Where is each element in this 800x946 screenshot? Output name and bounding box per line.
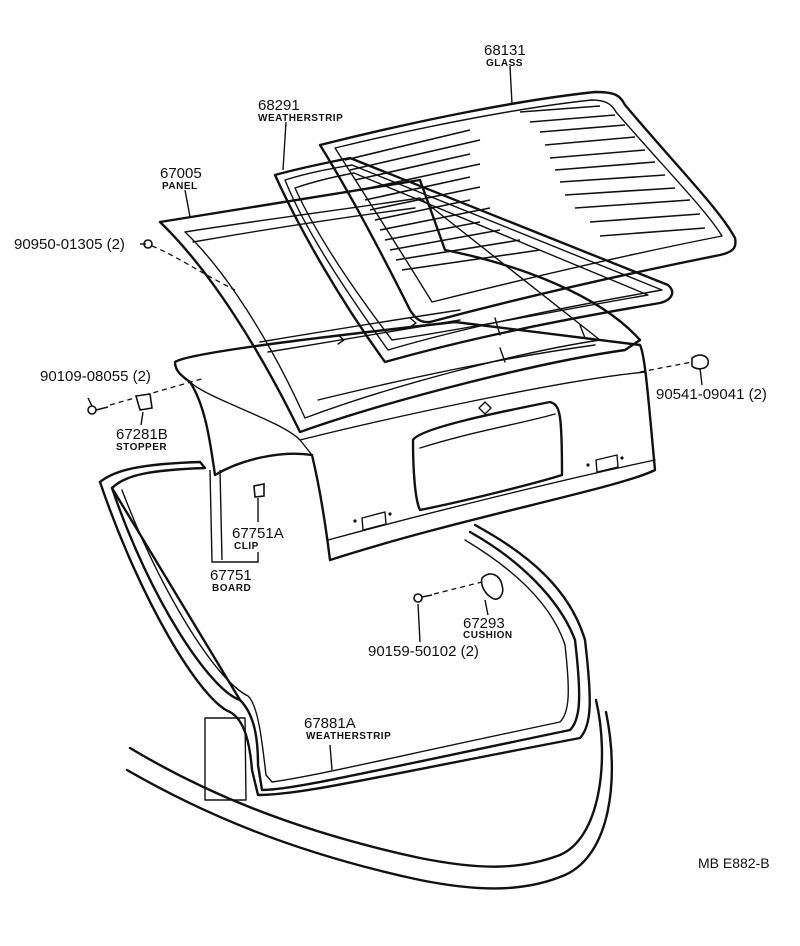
part-number-67281b: 67281B <box>116 426 168 443</box>
part-name-67881a: WEATHERSTRIP <box>306 731 391 742</box>
part-name-68131: GLASS <box>486 58 523 69</box>
part-number-67751: 67751 <box>210 567 252 584</box>
bolt-90159 <box>413 593 423 603</box>
part-number-67005: 67005 <box>160 165 202 182</box>
part-number-90109: 90109-08055 (2) <box>40 368 151 385</box>
part-number-67293: 67293 <box>463 615 505 632</box>
part-name-67005: PANEL <box>162 181 198 192</box>
part-number-67881a: 67881A <box>304 715 356 732</box>
reference-code: MB E882-B <box>698 855 770 871</box>
panel <box>158 178 642 434</box>
part-number-90541: 90541-09041 (2) <box>656 386 767 403</box>
car-body <box>98 460 614 890</box>
callouts: 68131 GLASS 68291 WEATHERSTRIP 67005 PAN… <box>14 42 770 871</box>
part-number-67751a: 67751A <box>232 525 284 542</box>
part-name-67751a: CLIP <box>234 541 259 552</box>
part-name-67751: BOARD <box>212 583 251 594</box>
part-number-90159: 90159-50102 (2) <box>368 643 479 660</box>
part-number-68131: 68131 <box>484 42 526 59</box>
cushion-67293 <box>480 573 504 600</box>
part-name-67293: CUSHION <box>463 630 513 641</box>
glass <box>318 90 737 324</box>
stopper-90541 <box>691 354 710 370</box>
clip-67751a <box>253 483 265 498</box>
fasteners <box>87 239 710 603</box>
part-name-68291: WEATHERSTRIP <box>258 113 343 124</box>
stopper-67281b <box>134 393 153 411</box>
part-number-68291: 68291 <box>258 97 300 114</box>
leader-lines <box>87 65 703 771</box>
defogger-lines <box>344 105 706 271</box>
weatherstrip-68291 <box>273 156 674 364</box>
part-name-67281b: STOPPER <box>116 442 167 453</box>
part-number-90950: 90950-01305 (2) <box>14 236 125 253</box>
bolt-90109 <box>87 405 97 415</box>
